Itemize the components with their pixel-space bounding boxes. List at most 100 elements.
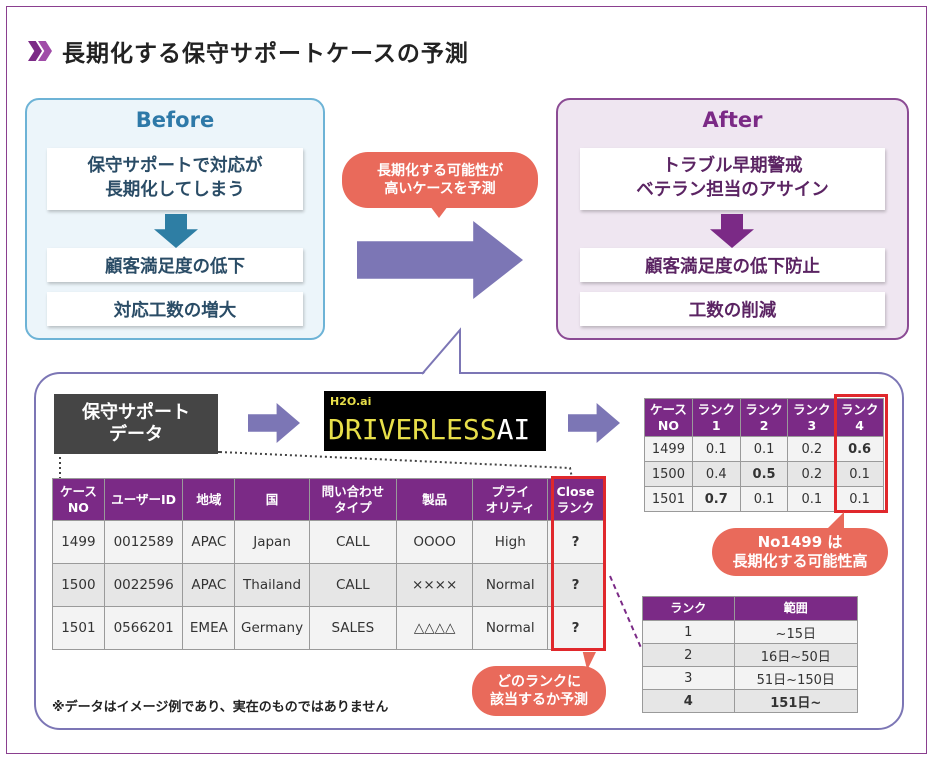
cell-rank-1: 0.1: [691, 436, 741, 462]
data-label-line1: 保守サポート: [82, 401, 190, 423]
cell-rank: 2: [642, 643, 735, 667]
header-region: 地域: [182, 478, 236, 521]
driverless-logo-main: DRIVERLESS: [328, 413, 497, 446]
page-title: 長期化する保守サポートケースの予測: [62, 41, 469, 67]
table-row: 1~15日: [642, 620, 859, 644]
cell-product: OOOO: [395, 520, 474, 564]
driverless-ai-logo: H2O.ai DRIVERLESSAI: [324, 391, 546, 451]
after-card-early-warning: トラブル早期警戒 ベテラン担当のアサイン: [580, 148, 885, 210]
cell-range: ~15日: [733, 620, 859, 644]
before-card-problem-line2: 長期化してしまう: [105, 180, 245, 200]
disclaimer-note: ※データはイメージ例であり、実在のものではありません: [52, 700, 389, 715]
before-panel: Before 保守サポートで対応が 長期化してしまう 顧客満足度の低下 対応工数…: [25, 98, 325, 340]
after-card-satisfaction: 顧客満足度の低下防止: [580, 248, 885, 282]
header-inquiry-type: 問い合わせタイプ: [308, 478, 397, 521]
data-label: 保守サポート データ: [54, 394, 218, 454]
down-arrow-icon: [154, 214, 198, 248]
header-priority: プライオリティ: [472, 478, 549, 521]
cell-user-id: 0012589: [103, 520, 184, 564]
rank-4-highlight: [834, 394, 888, 513]
cell-case-no: 1500: [52, 563, 105, 607]
after-panel: After トラブル早期警戒 ベテラン担当のアサイン 顧客満足度の低下防止 工数…: [556, 98, 909, 340]
after-card-early-warning-line2: ベテラン担当のアサイン: [636, 180, 829, 200]
cell-rank-3: 0.2: [787, 461, 837, 487]
cell-case-no: 1500: [644, 461, 693, 487]
cell-rank-3: 0.2: [787, 436, 837, 462]
header-user-id: ユーザーID: [103, 478, 184, 521]
after-card-workload: 工数の削減: [580, 292, 885, 326]
cell-case-no: 1501: [644, 486, 693, 512]
cell-country: Thailand: [234, 563, 310, 607]
table-header-row: ランク 範囲: [642, 596, 859, 621]
cell-rank-4: 0.1: [835, 461, 884, 487]
cell-rank-2: 0.5: [739, 461, 789, 487]
close-rank-highlight: [551, 476, 606, 651]
table-row: 1499 0.1 0.1 0.2 0.6: [644, 436, 884, 462]
cell-close-rank: ?: [547, 606, 604, 650]
cell-country: Japan: [234, 520, 310, 564]
before-heading: Before: [135, 108, 215, 132]
cell-rank-3: 0.1: [787, 486, 837, 512]
header-product: 製品: [395, 478, 474, 521]
no1499-bubble: No1499 は 長期化する可能性高: [712, 528, 888, 576]
down-arrow-icon: [710, 214, 754, 248]
table-row: 1500 0.4 0.5 0.2 0.1: [644, 461, 884, 487]
data-label-line2: データ: [109, 424, 163, 445]
cell-rank: 1: [642, 620, 735, 644]
cell-rank-1: 0.4: [691, 461, 741, 487]
cell-close-rank: ?: [547, 563, 604, 607]
title-row: 長期化する保守サポートケースの予測: [28, 34, 469, 68]
cell-country: Germany: [234, 606, 310, 650]
cell-rank: 4: [642, 689, 735, 713]
cell-priority: Normal: [472, 606, 549, 650]
before-card-satisfaction: 顧客満足度の低下: [47, 248, 303, 282]
detail-panel-tail: [421, 327, 461, 376]
cell-inquiry-type: CALL: [308, 520, 397, 564]
prediction-bubble-line1: 長期化する可能性が: [377, 162, 503, 179]
after-heading: After: [702, 108, 763, 132]
cell-rank-2: 0.1: [739, 486, 789, 512]
cell-rank-2: 0.1: [739, 436, 789, 462]
cell-case-no: 1501: [52, 606, 105, 650]
cell-region: EMEA: [182, 606, 236, 650]
rank-prediction-bubble: どのランクに 該当するか予測: [472, 666, 606, 716]
driverless-logo-text: DRIVERLESSAI: [328, 413, 530, 446]
cell-inquiry-type: CALL: [308, 563, 397, 607]
cell-product: ××××: [395, 563, 474, 607]
connector-lines: [59, 451, 643, 651]
header-rank: ランク: [642, 596, 735, 621]
rank-bubble-line1: どのランクに: [497, 673, 581, 690]
table-row: 1501 0566201 EMEA Germany SALES △△△△ Nor…: [52, 606, 604, 650]
table-row: 1499 0012589 APAC Japan CALL OOOO High ?: [52, 520, 604, 564]
header-country: 国: [234, 478, 310, 521]
cell-priority: High: [472, 520, 549, 564]
before-card-problem-line1: 保守サポートで対応が: [87, 156, 263, 177]
header-range: 範囲: [733, 596, 859, 621]
no1499-bubble-line2: 長期化する可能性高: [732, 552, 868, 570]
cell-priority: Normal: [472, 563, 549, 607]
cell-region: APAC: [182, 563, 236, 607]
prediction-bubble: 長期化する可能性が 高いケースを予測: [342, 152, 538, 208]
cell-close-rank: ?: [547, 520, 604, 564]
cell-rank-1: 0.7: [691, 486, 741, 512]
cell-user-id: 0566201: [103, 606, 184, 650]
cell-product: △△△△: [395, 606, 474, 650]
h2o-logo-text: H2O.ai: [330, 395, 372, 408]
cell-region: APAC: [182, 520, 236, 564]
prediction-bubble-line2: 高いケースを予測: [384, 181, 496, 197]
no1499-bubble-line1: No1499 は: [757, 532, 843, 551]
